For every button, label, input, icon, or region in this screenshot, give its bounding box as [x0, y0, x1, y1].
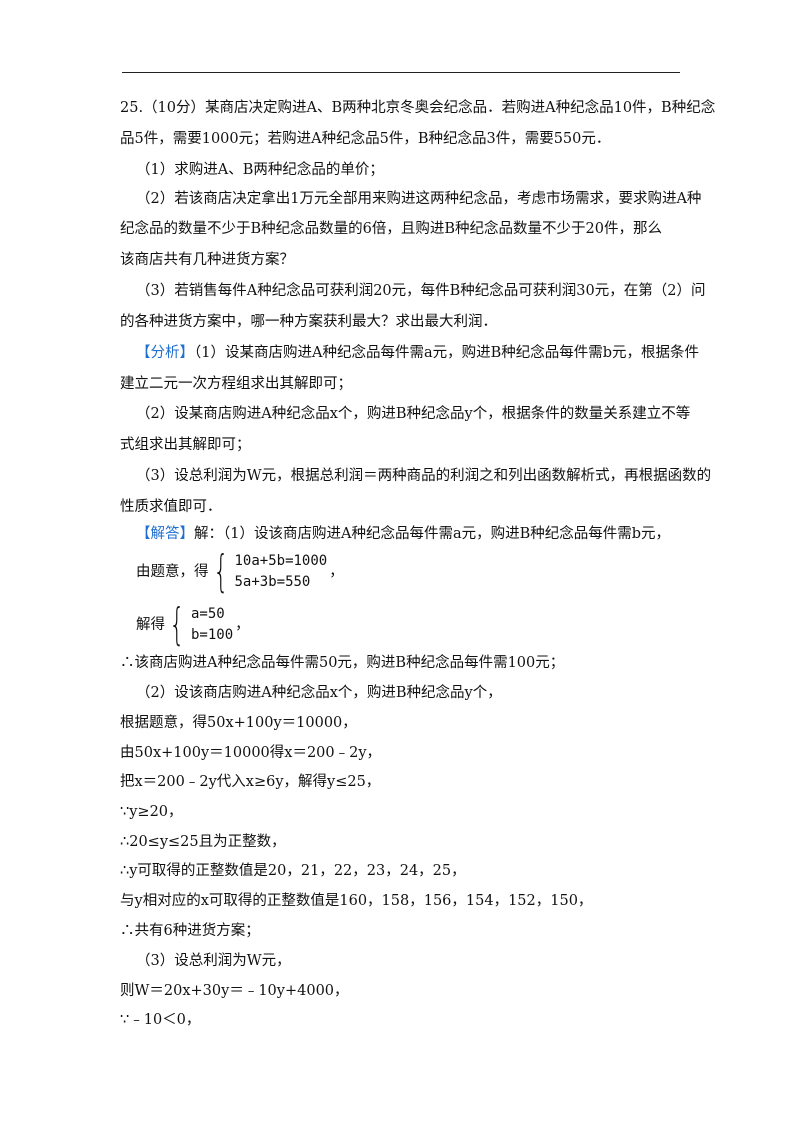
- answer-line-14: （3）设总利润为W元，: [136, 953, 291, 969]
- solution-b: b=100: [191, 627, 234, 643]
- question-1: （1）求购进A、B两种纪念品的单价；: [136, 162, 384, 178]
- answer-text-1: 解：（1）设该商店购进A种纪念品每件需a元，购进B种纪念品每件需b元，: [194, 526, 671, 542]
- solution-prefix: 解得: [136, 617, 165, 633]
- answer-line-11: ∴y可取得的正整数值是20，21，22，23，24，25，: [120, 863, 466, 879]
- answer-line-5: （2）设该商店购进A种纪念品x个，购进B种纪念品y个，: [136, 685, 502, 701]
- problem-statement-line-2: 品5件，需要1000元；若购进A种纪念品5件，B种纪念品3件，需要550元．: [120, 131, 611, 147]
- answer-tag: 【解答】: [136, 526, 194, 542]
- analysis-line-4: 式组求出其解即可；: [120, 437, 251, 453]
- equation-1: 10a+5b=1000: [234, 553, 328, 569]
- answer-line-9: ∵y≥20，: [120, 804, 183, 820]
- answer-line-6: 根据题意，得50x+100y＝10000，: [120, 715, 357, 731]
- answer-line-15: 则W＝20x+30y＝﹣10y+4000，: [120, 983, 349, 999]
- answer-line-16: ∵﹣10＜0，: [120, 1012, 201, 1028]
- left-brace-icon: {: [212, 546, 229, 597]
- equation-prefix: 由题意，得: [136, 564, 209, 580]
- solution-system: 解得 { a=50 b=100 ，: [136, 603, 250, 647]
- answer-line-7: 由50x+100y＝10000得x＝200﹣2y，: [120, 745, 382, 761]
- answer-line-13: ∴共有6种进货方案；: [120, 923, 260, 939]
- solution-lines: a=50 b=100: [191, 604, 233, 646]
- answer-line-12: 与y相对应的x可取得的正整数值是160，158，156，154，152，150，: [120, 893, 593, 909]
- analysis-line-5: （3）设总利润为W元，根据总利润＝两种商品的利润之和列出函数解析式，再根据函数的: [136, 468, 712, 484]
- equation-2: 5a+3b=550: [234, 574, 311, 590]
- problem-statement-line-1: 25.（10分）某商店决定购进A、B两种北京冬奥会纪念品．若购进A种纪念品10件…: [120, 100, 716, 116]
- question-3-line-2: 的各种进货方案中，哪一种方案获利最大？求出最大利润．: [120, 314, 497, 330]
- analysis-text-1: （1）设某商店购进A种纪念品每件需a元，购进B种纪念品每件需b元，根据条件: [194, 345, 700, 361]
- analysis-line-2: 建立二元一次方程组求出其解即可；: [120, 376, 352, 392]
- solution-suffix: ，: [235, 617, 250, 633]
- solution-a: a=50: [191, 606, 225, 622]
- equation-system: 由题意，得 { 10a+5b=1000 5a+3b=550 ，: [136, 550, 344, 594]
- equation-suffix: ，: [329, 564, 344, 580]
- answer-line-1: 【解答】解：（1）设该商店购进A种纪念品每件需a元，购进B种纪念品每件需b元，: [136, 524, 670, 544]
- analysis-line-3: （2）设某商店购进A种纪念品x个，购进B种纪念品y个，根据条件的数量关系建立不等: [136, 406, 691, 422]
- analysis-tag: 【分析】: [136, 345, 194, 361]
- header-rule: [122, 72, 680, 73]
- answer-line-10: ∴20≤y≤25且为正整数，: [120, 834, 286, 850]
- answer-line-8: 把x＝200﹣2y代入x≥6y，解得y≤25，: [120, 774, 381, 790]
- left-brace-icon: {: [169, 599, 185, 650]
- answer-line-4: ∴该商店购进A种纪念品每件需50元，购进B种纪念品每件需100元；: [120, 655, 565, 671]
- analysis-line-6: 性质求值即可．: [120, 499, 222, 515]
- equation-lines: 10a+5b=1000 5a+3b=550: [235, 551, 328, 593]
- question-2-line-3: 该商店共有几种进货方案？: [120, 252, 294, 268]
- question-2-line-1: （2）若该商店决定拿出1万元全部用来购进这两种纪念品，考虑市场需求，要求购进A种: [136, 191, 702, 207]
- question-2-line-2: 纪念品的数量不少于B种纪念品数量的6倍，且购进B种纪念品数量不少于20件，那么: [120, 221, 662, 237]
- question-3-line-1: （3）若销售每件A种纪念品可获利润20元，每件B种纪念品可获利润30元，在第（2…: [136, 283, 706, 299]
- analysis-line-1: 【分析】（1）设某商店购进A种纪念品每件需a元，购进B种纪念品每件需b元，根据条…: [136, 343, 699, 363]
